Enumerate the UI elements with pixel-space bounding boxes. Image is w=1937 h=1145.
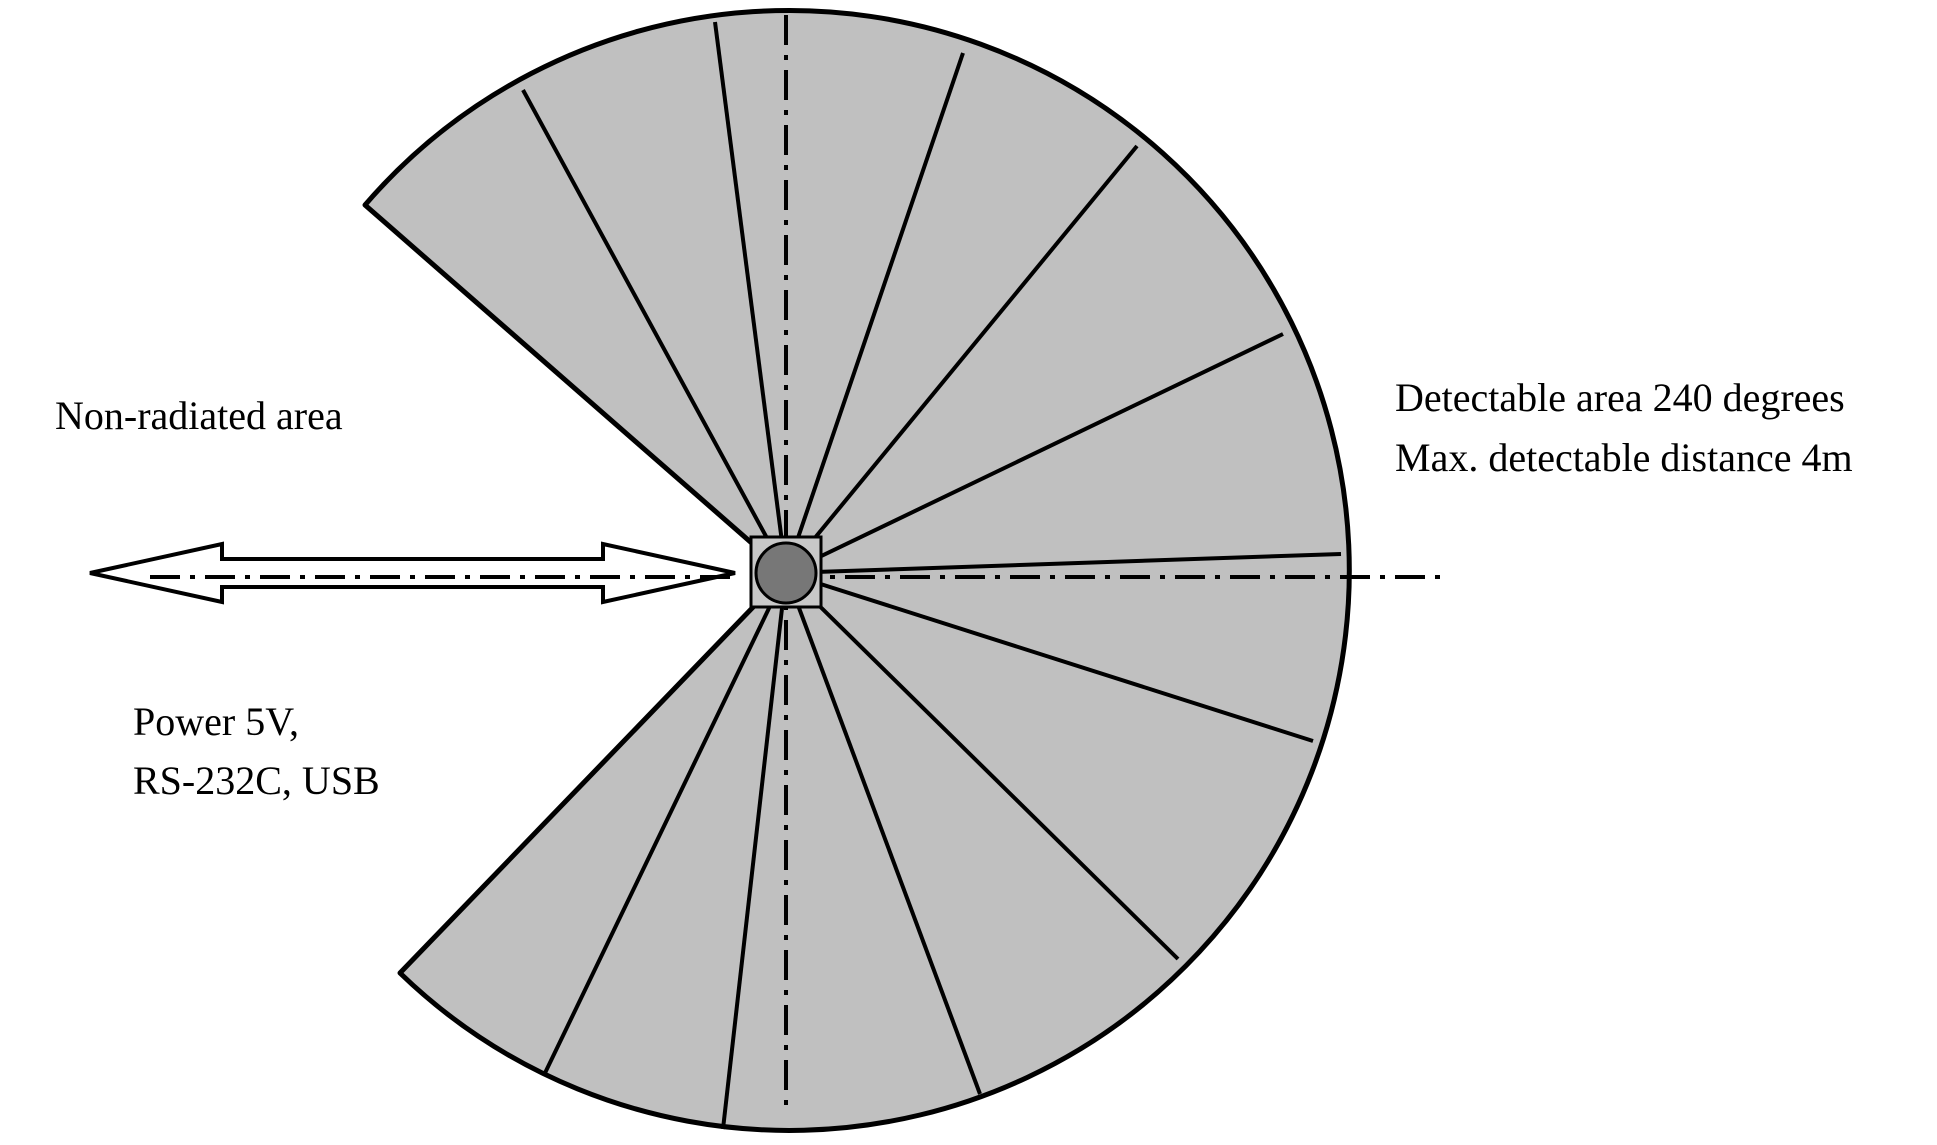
- sensor-lens: [754, 541, 818, 605]
- detectable-area-label: Detectable area 240 degrees: [1395, 375, 1845, 420]
- connection-arrow: [89, 541, 736, 605]
- power-label: Power 5V,: [133, 699, 299, 744]
- radial-lines: [521, 21, 1342, 1130]
- double-arrow: [89, 541, 736, 605]
- sensor-unit: [749, 535, 823, 609]
- interfaces-label: RS-232C, USB: [133, 758, 380, 803]
- axis-lines: [150, 15, 1450, 1105]
- non-radiated-area-label: Non-radiated area: [55, 393, 343, 438]
- max-distance-label: Max. detectable distance 4m: [1395, 435, 1853, 480]
